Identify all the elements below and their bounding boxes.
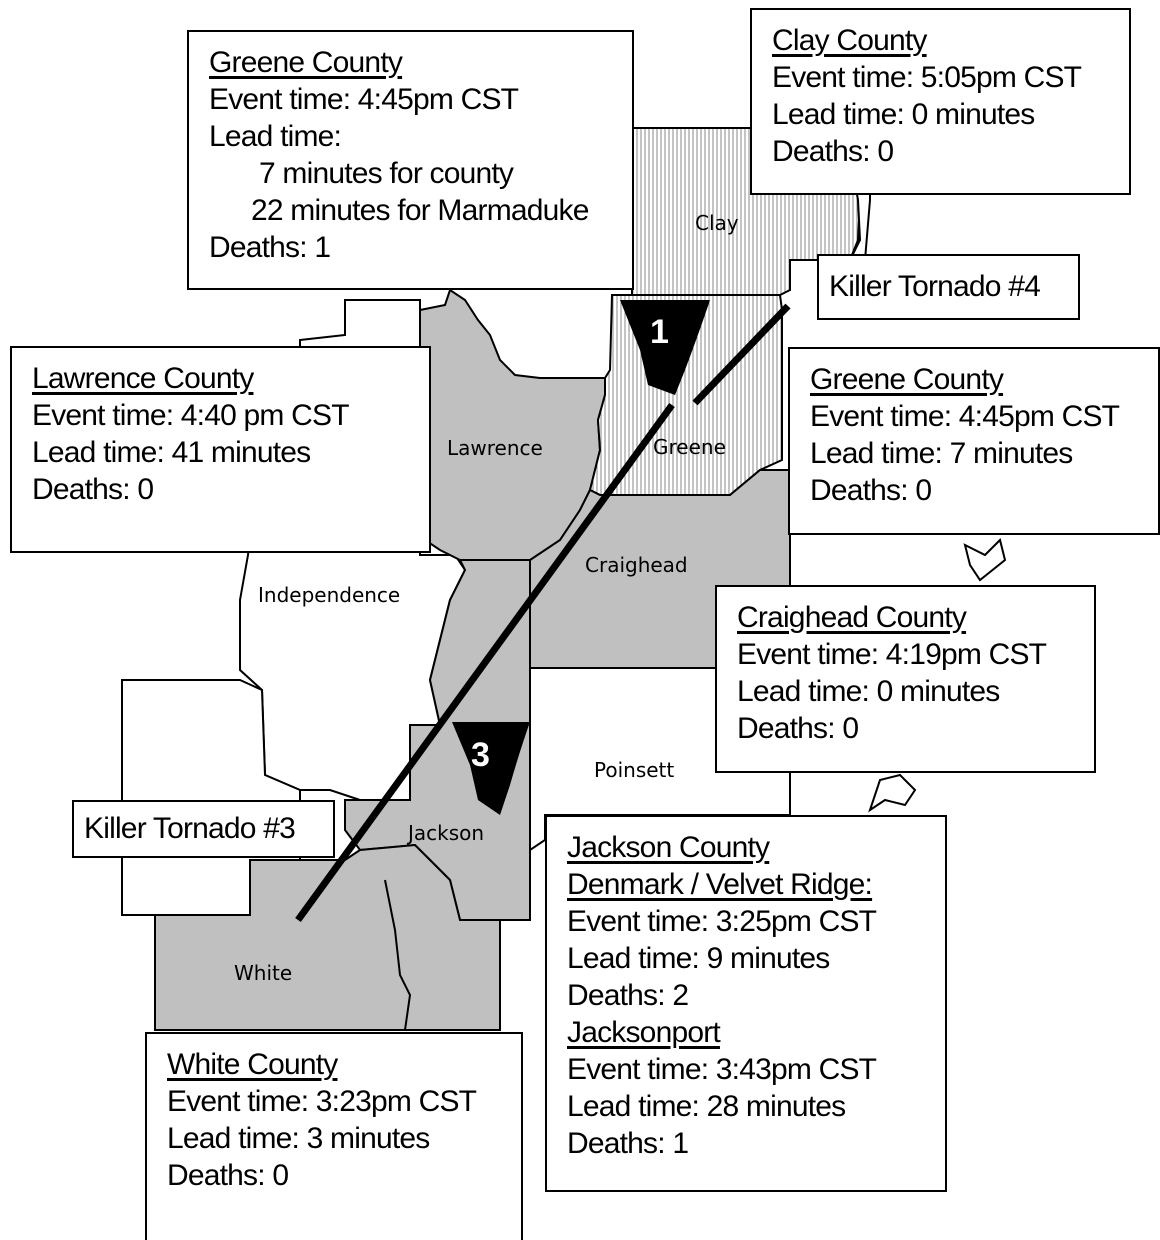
- greene-box-top-lead-town: 22 minutes for Marmaduke: [251, 194, 589, 227]
- lawrence-box-deaths: Deaths: 0: [32, 473, 154, 506]
- label-craighead: Craighead: [585, 553, 688, 577]
- craighead-box-title: Craighead County: [737, 601, 967, 634]
- clay-box-deaths: Deaths: 0: [772, 135, 894, 168]
- lawrence-box-lead: Lead time: 41 minutes: [32, 436, 311, 469]
- white-box-deaths: Deaths: 0: [167, 1159, 289, 1192]
- label-greene: Greene: [653, 435, 726, 459]
- jackson-box-event-2: Event time: 3:43pm CST: [567, 1053, 877, 1086]
- greene-box-right-title: Greene County: [810, 363, 1004, 396]
- track-tornado-4: [692, 303, 791, 406]
- label-lawrence: Lawrence: [447, 436, 543, 460]
- label-jackson: Jackson: [406, 821, 484, 845]
- greene-box-right-event: Event time: 4:45pm CST: [810, 400, 1120, 433]
- greene-box-top-event: Event time: 4:45pm CST: [209, 83, 519, 116]
- killer-tornado-4-text: Killer Tornado #4: [829, 270, 1041, 303]
- killer-tornado-3-label: Killer Tornado #3: [72, 800, 335, 858]
- jackson-box-deaths-1: Deaths: 2: [567, 979, 689, 1012]
- river-east: [963, 538, 1007, 582]
- track-tornado-3: [295, 402, 675, 923]
- greene-box-top-lead-county: 7 minutes for county: [259, 157, 514, 190]
- river-white: [384, 879, 412, 1031]
- tornado-3-icon: 3: [452, 722, 530, 815]
- white-box-event: Event time: 3:23pm CST: [167, 1085, 477, 1118]
- label-independence: Independence: [258, 583, 400, 607]
- tornado-1-icon: 1: [620, 300, 710, 395]
- lawrence-box-event: Event time: 4:40 pm CST: [32, 399, 350, 432]
- white-box-title: White County: [167, 1048, 338, 1081]
- jackson-county-box: Jackson County Denmark / Velvet Ridge: E…: [545, 815, 947, 1192]
- greene-box-right-deaths: Deaths: 0: [810, 474, 932, 507]
- label-white: White: [234, 961, 292, 985]
- greene-county-box-top: Greene County Event time: 4:45pm CST Lea…: [187, 30, 634, 290]
- label-poinsett: Poinsett: [594, 758, 674, 782]
- label-clay: Clay: [695, 211, 739, 235]
- craighead-box-event: Event time: 4:19pm CST: [737, 638, 1047, 671]
- jackson-box-deaths-2: Deaths: 1: [567, 1127, 689, 1160]
- craighead-box-deaths: Deaths: 0: [737, 712, 859, 745]
- lawrence-box-title: Lawrence County: [32, 362, 254, 395]
- jackson-box-place-denmark: Denmark / Velvet Ridge:: [567, 868, 873, 901]
- jackson-box-lead-1: Lead time: 9 minutes: [567, 942, 830, 975]
- greene-box-top-title: Greene County: [209, 46, 403, 79]
- jackson-box-place-jacksonport: Jacksonport: [567, 1016, 721, 1049]
- craighead-county-box: Craighead County Event time: 4:19pm CST …: [715, 585, 1096, 773]
- killer-tornado-4-label: Killer Tornado #4: [817, 254, 1080, 320]
- tornado-1-number: 1: [650, 313, 669, 351]
- jackson-box-title: Jackson County: [567, 831, 770, 864]
- lawrence-county-box: Lawrence County Event time: 4:40 pm CST …: [10, 346, 431, 553]
- jackson-box-lead-2: Lead time: 28 minutes: [567, 1090, 846, 1123]
- clay-box-title: Clay County: [772, 24, 927, 57]
- clay-box-lead: Lead time: 0 minutes: [772, 98, 1035, 131]
- jackson-box-event-1: Event time: 3:25pm CST: [567, 905, 877, 938]
- river-east-lower: [868, 773, 917, 813]
- clay-box-event: Event time: 5:05pm CST: [772, 61, 1082, 94]
- greene-box-top-deaths: Deaths: 1: [209, 231, 331, 264]
- killer-tornado-3-text: Killer Tornado #3: [84, 812, 296, 845]
- greene-box-right-lead: Lead time: 7 minutes: [810, 437, 1073, 470]
- greene-box-top-lead: Lead time:: [209, 120, 342, 153]
- white-county-box: White County Event time: 3:23pm CST Lead…: [145, 1032, 523, 1240]
- white-box-lead: Lead time: 3 minutes: [167, 1122, 430, 1155]
- tornado-3-number: 3: [471, 736, 490, 774]
- clay-county-box: Clay County Event time: 5:05pm CST Lead …: [750, 8, 1131, 195]
- craighead-box-lead: Lead time: 0 minutes: [737, 675, 1000, 708]
- greene-county-box-right: Greene County Event time: 4:45pm CST Lea…: [788, 347, 1160, 535]
